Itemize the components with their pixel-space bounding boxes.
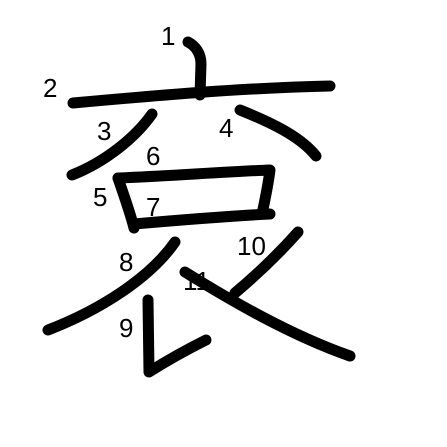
stroke-3 [66,108,158,181]
stroke-11 [179,266,356,362]
stroke-8 [42,236,181,336]
stroke-2 [67,80,336,109]
stroke-number-7: 7 [146,192,160,222]
stroke-9 [142,294,212,378]
stroke-number-6: 6 [146,141,160,171]
stroke-number-11: 11 [183,266,210,296]
stroke-number-3: 3 [97,116,111,146]
stroke-10 [229,226,304,299]
character-strokes [42,36,356,378]
stroke-4 [234,104,322,162]
stroke-number-10: 10 [237,231,266,261]
stroke-7 [128,208,276,230]
stroke-number-2: 2 [43,73,57,103]
stroke-number-5: 5 [93,182,107,212]
stroke-number-9: 9 [119,313,133,343]
stroke-number-4: 4 [219,113,233,143]
stroke-6 [112,164,276,220]
stroke-1 [182,36,207,101]
stroke-number-1: 1 [161,21,175,51]
stroke-number-8: 8 [119,247,133,277]
stroke-order-numbers: 1 2 3 4 5 6 7 8 9 10 11 [43,21,266,343]
